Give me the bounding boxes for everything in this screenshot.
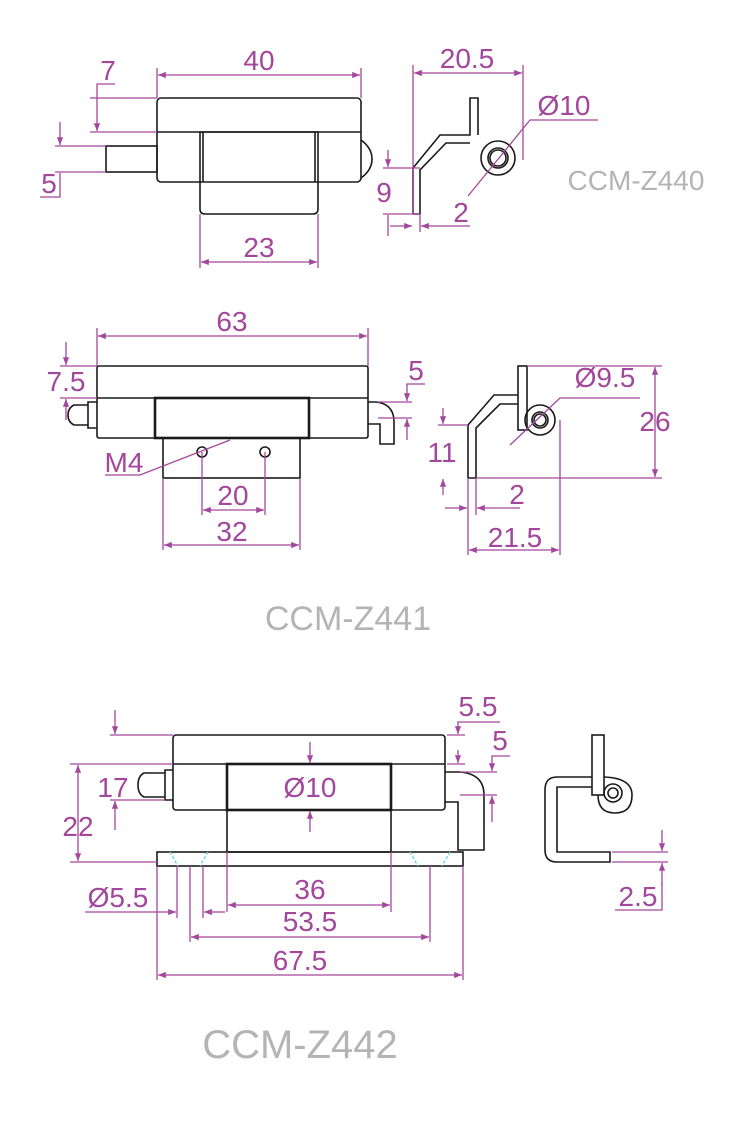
dim-total-height: 22	[62, 811, 93, 842]
dim-stem: 36	[294, 874, 325, 905]
z442-dimensions: 17 22 Ø10 5.5 5 Ø5.5 36 53.5 67.5 2.5	[62, 691, 668, 980]
dim-offset: 7	[100, 55, 116, 86]
z441-dimensions: 63 7.5 5 M4 20 32 Ø9.5 26 11 2 21.5	[47, 306, 671, 555]
dim-thickness: 2	[509, 479, 525, 510]
z442-front-view	[137, 734, 485, 867]
drawing-title: CCM-Z440	[568, 165, 705, 196]
dim-eye: Ø10	[284, 772, 337, 803]
z440-dimensions: 40 7 5 23 20.5 Ø10 9 2	[40, 43, 598, 268]
dim-length: 63	[216, 306, 247, 337]
z442-side-view	[544, 734, 633, 863]
drawing-title: CCM-Z442	[202, 1023, 398, 1067]
z440-front-view	[105, 97, 373, 215]
dim-bend: 11	[427, 437, 456, 468]
dim-eye: Ø10	[538, 90, 591, 121]
drawing-ccm-z440: 40 7 5 23 20.5 Ø10 9 2 CCM-Z440	[40, 43, 704, 268]
dim-knob: 5	[492, 725, 508, 756]
dim-offset: 7.5	[47, 366, 86, 397]
dim-hole-pitch: 20	[217, 480, 248, 511]
dim-hole: Ø5.5	[88, 882, 149, 913]
dim-hole-pitch: 53.5	[283, 906, 338, 937]
drawing-ccm-z442: 17 22 Ø10 5.5 5 Ø5.5 36 53.5 67.5 2.5 CC…	[62, 691, 668, 1067]
dim-length: 40	[243, 45, 274, 76]
dim-thread: M4	[105, 447, 144, 478]
dim-plate: 67.5	[273, 945, 328, 976]
dim-width: 21.5	[488, 522, 543, 553]
dim-height: 9	[376, 177, 392, 208]
dim-top: 5.5	[459, 691, 498, 722]
dim-eye: Ø9.5	[575, 362, 636, 393]
dim-height: 26	[639, 406, 670, 437]
dim-knob: 5	[408, 355, 424, 386]
drawing-ccm-z441: 63 7.5 5 M4 20 32 Ø9.5 26 11 2 21.5 CCM-…	[47, 306, 671, 638]
dim-plate-thickness: 2.5	[619, 881, 658, 912]
dim-pin: 5	[41, 168, 57, 199]
z441-side-view	[467, 365, 556, 479]
drawing-title: CCM-Z441	[265, 600, 431, 638]
dim-thickness: 2	[453, 197, 469, 228]
dim-base: 32	[216, 516, 247, 547]
dim-sleeve: 23	[243, 232, 274, 263]
dim-width: 20.5	[440, 43, 495, 74]
dim-body: 17	[97, 772, 128, 803]
